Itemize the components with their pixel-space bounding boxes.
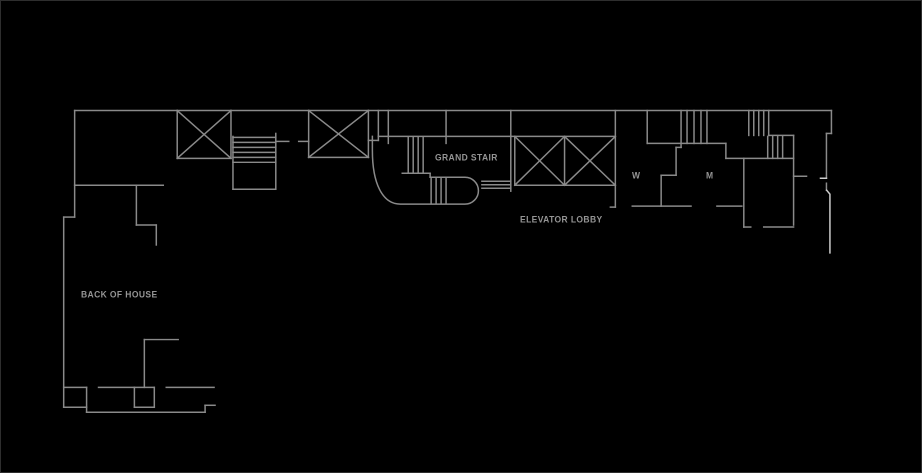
highlight-walls-group [819, 177, 831, 254]
label-men-restroom: M [706, 170, 714, 181]
wall-segment [563, 135, 617, 187]
wall-curve [371, 135, 480, 205]
label-women-restroom: W [632, 170, 641, 181]
wall-segment [307, 109, 370, 159]
label-grand-stair: GRAND STAIR [435, 152, 498, 163]
walls-group [62, 109, 833, 414]
wall-segment [513, 135, 566, 187]
wall-curve [825, 189, 831, 254]
wall-segment [176, 109, 233, 160]
curved-walls-group [371, 135, 480, 205]
label-back-of-house: BACK OF HOUSE [81, 289, 158, 300]
label-elevator-lobby: ELEVATOR LOBBY [520, 214, 603, 225]
